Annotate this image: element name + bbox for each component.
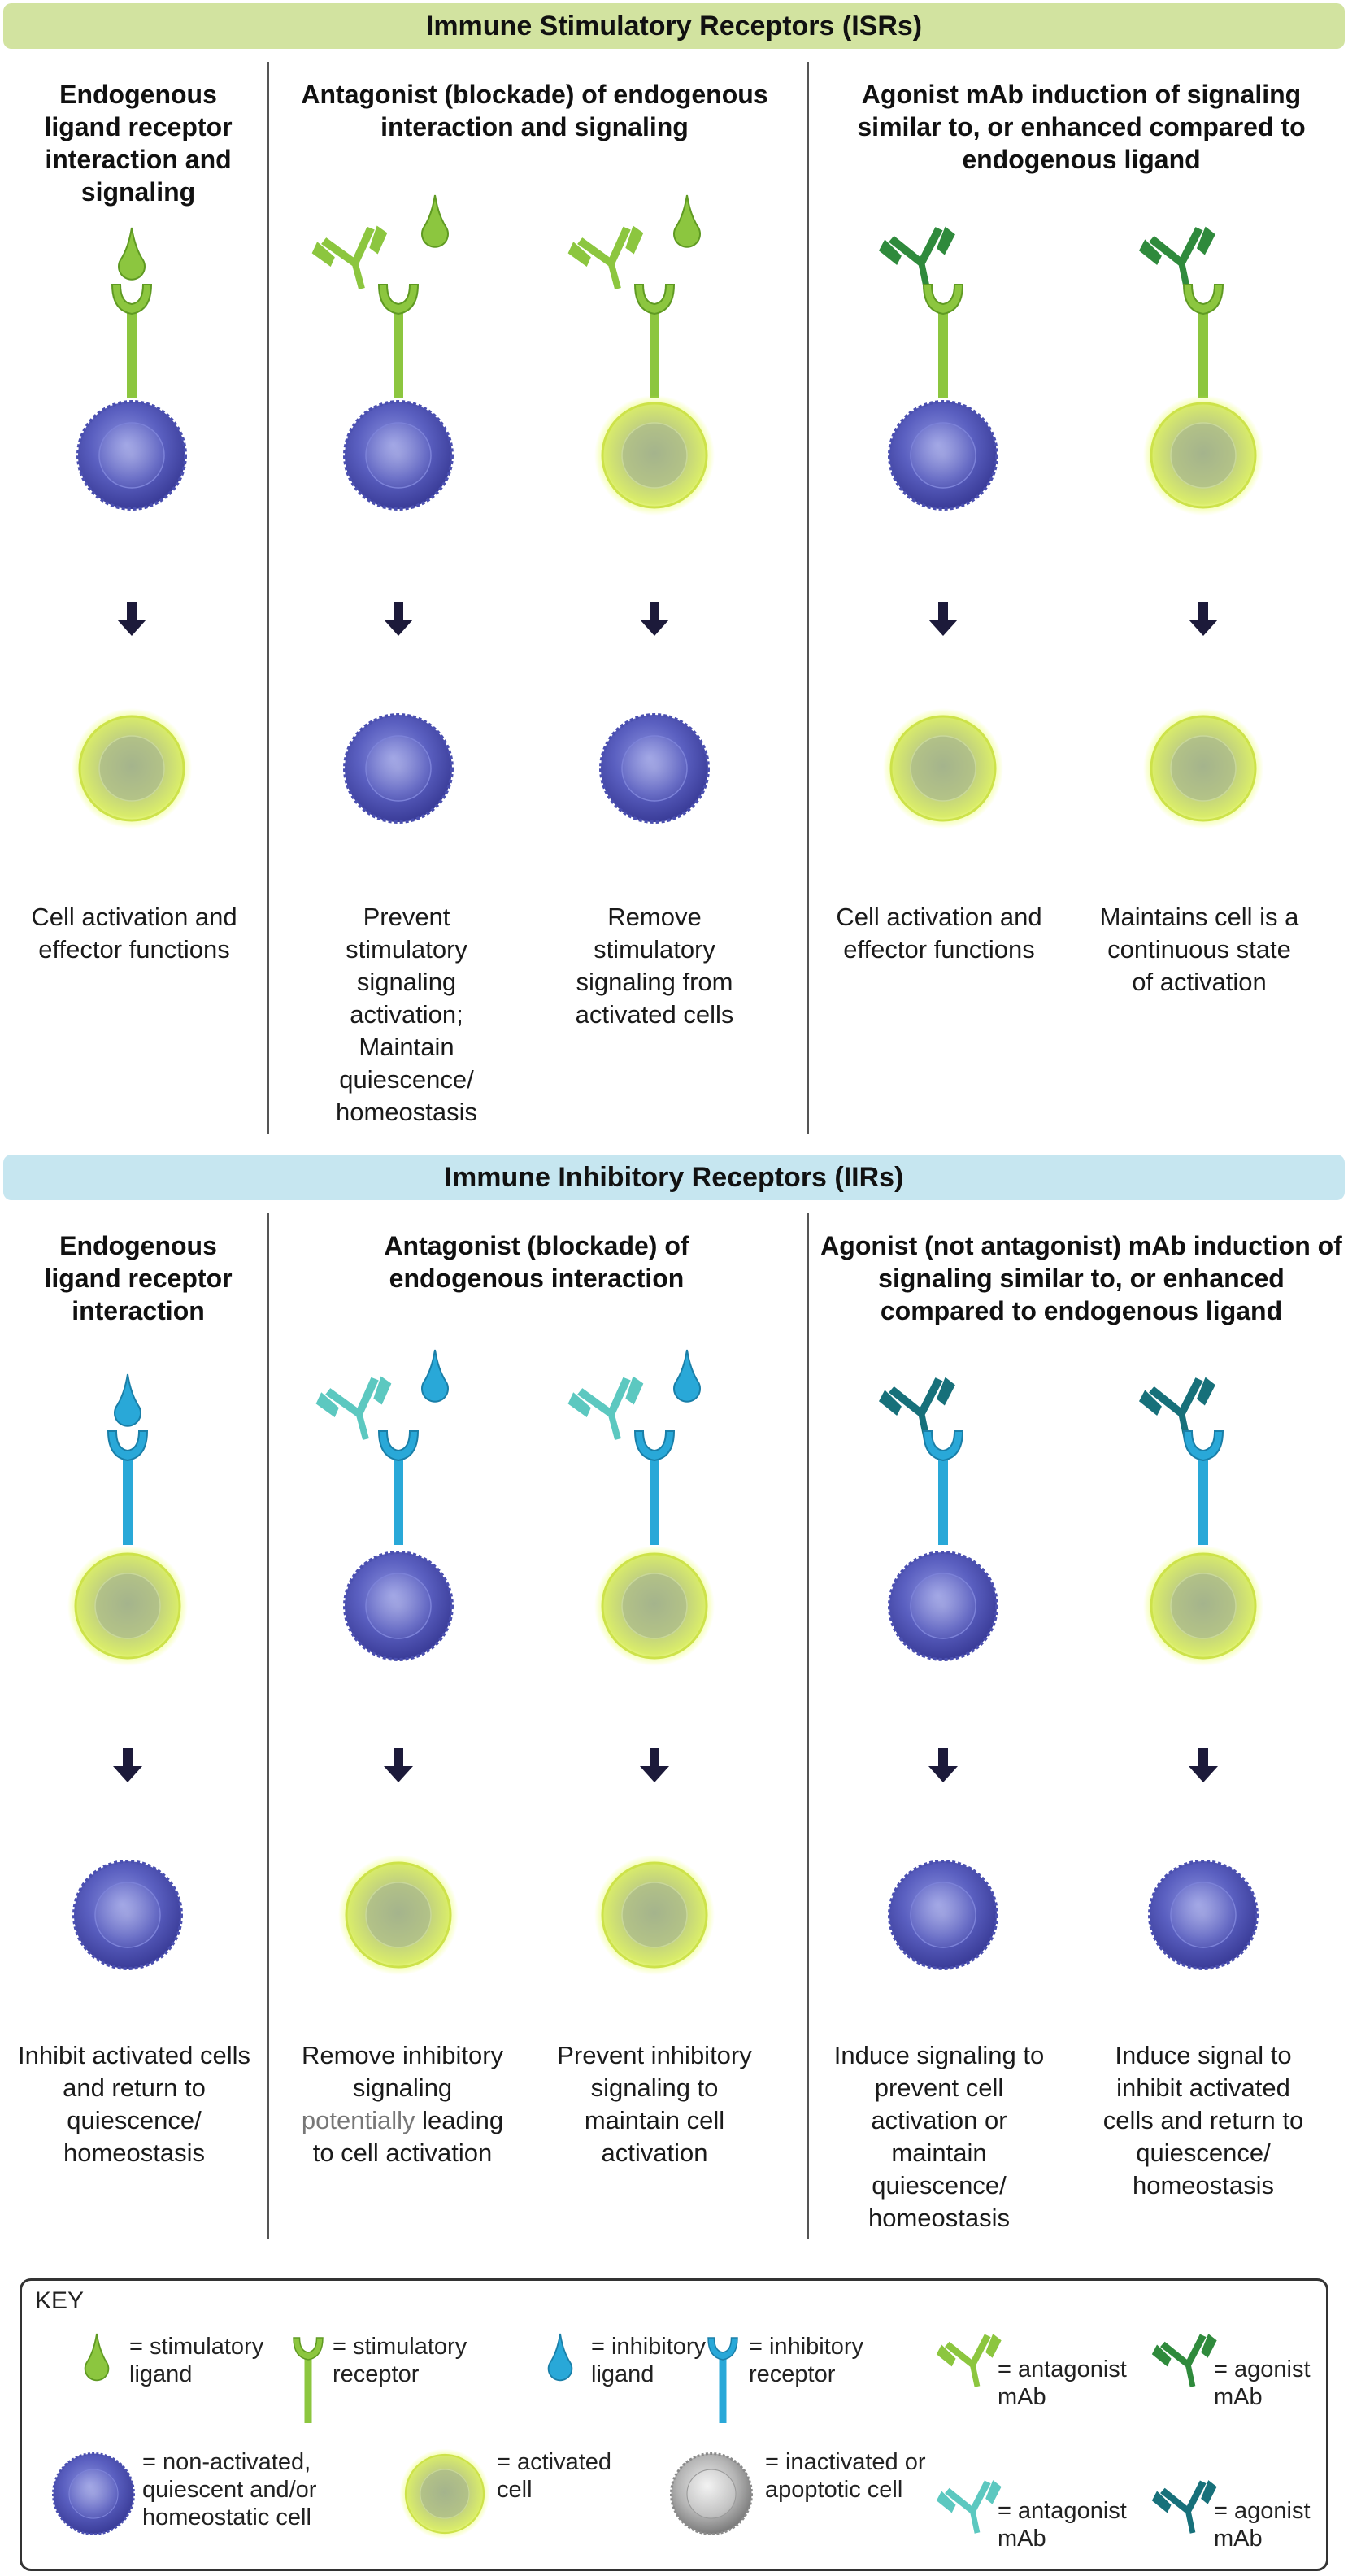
key-agonist-inh-label: = agonist mAb [1214, 2498, 1311, 2552]
key-quiescent-cell-icon [52, 2452, 135, 2535]
isr-divider-1 [267, 62, 269, 1134]
iir-caption-2: Remove inhibitory signaling potentially … [293, 2039, 512, 2169]
key-legend: KEY = stimulatory ligand = stimulatory r… [20, 2278, 1328, 2571]
key-apoptotic-label: = inactivated or apoptotic cell [765, 2449, 926, 2503]
iir-c2a-cell-bottom [337, 1853, 460, 1977]
isr-caption-5: Maintains cell is a continuous state of … [1099, 903, 1299, 996]
iir-caption-5: Induce signal to inhibit activated cells… [1102, 2041, 1304, 2200]
isr-c2b-cell-top [593, 394, 716, 517]
iir-c2a-antibody [313, 1373, 404, 1450]
isr-c3a-cell-bottom [881, 707, 1005, 830]
isr-caption-4: Cell activation and effector functions [836, 903, 1042, 964]
iir-c3b-arrow [1189, 1748, 1218, 1782]
iir-c3a-antibody [876, 1373, 965, 1447]
iir-c2a-arrow [384, 1748, 413, 1782]
isr-c3a-antibody [876, 223, 965, 297]
isr-c2a-cell-bottom [343, 713, 454, 824]
isr-c2b-arrow [640, 602, 669, 636]
iir-c2b-receptor [634, 1430, 675, 1546]
isr-c3b-cell-top [1141, 394, 1265, 517]
isr-col1-heading: Endogenous ligand receptor interaction a… [44, 80, 233, 207]
iir-c1-cell-top [66, 1544, 189, 1668]
isr-caption-1: Cell activation and effector functions [31, 903, 237, 964]
iir-c1-cell-bottom [72, 1860, 183, 1970]
iir-caption-3: Prevent inhibitory signaling to maintain… [557, 2041, 752, 2167]
isr-c3b-cell-bottom [1141, 707, 1265, 830]
isr-c2b-receptor [634, 284, 675, 399]
isr-c3b-receptor [1183, 284, 1224, 399]
iir-caption-2-tail: leading to cell activation [312, 2106, 504, 2167]
key-activated-label: = activated cell [497, 2449, 612, 2503]
iir-c2b-cell-bottom [593, 1853, 716, 1977]
isr-divider-2 [807, 62, 809, 1134]
iir-c3a-arrow [928, 1748, 958, 1782]
iir-c3a-receptor [923, 1430, 963, 1546]
isr-c2a-cell-top [343, 400, 454, 511]
isr-c1-cell-top [76, 400, 187, 511]
iir-caption-1: Inhibit activated cells and return to qu… [17, 2041, 251, 2167]
isr-c3a-receptor [923, 284, 963, 399]
iir-col2-heading: Antagonist (blockade) of endogenous inte… [384, 1231, 689, 1293]
isr-caption-3: Remove stimulatory signaling from activa… [575, 903, 734, 1029]
key-title: KEY [35, 2287, 85, 2314]
iir-c2b-cell-top [593, 1544, 716, 1668]
key-stim-receptor-icon [293, 2337, 324, 2424]
iir-caption-2-head: Remove inhibitory signaling [301, 2041, 504, 2102]
key-stim-ligand-icon [84, 2333, 110, 2382]
key-inh-receptor-label: = inhibitory receptor [749, 2334, 864, 2387]
key-agonist-stim-label: = agonist mAb [1214, 2356, 1311, 2410]
isr-c3a-arrow [928, 602, 958, 636]
iir-c3b-antibody [1137, 1373, 1225, 1447]
key-apoptotic-cell-icon [670, 2452, 753, 2535]
key-stim-ligand-label: = stimulatory ligand [129, 2334, 264, 2387]
iir-divider-2 [807, 1213, 809, 2239]
iir-divider-1 [267, 1213, 269, 2239]
iir-c1-arrow [113, 1748, 142, 1782]
isr-c2a-ligand [421, 194, 449, 248]
iir-c3a-cell-bottom [888, 1860, 998, 1970]
iir-col1-heading: Endogenous ligand receptor interaction [44, 1231, 233, 1325]
iir-c2a-ligand [421, 1349, 449, 1403]
isr-c3a-cell-top [888, 400, 998, 511]
iir-c2a-cell-top [343, 1551, 454, 1661]
isr-banner: Immune Stimulatory Receptors (ISRs) [3, 3, 1345, 49]
iir-caption-4: Induce signaling to prevent cell activat… [833, 2041, 1045, 2232]
isr-c1-ligand [118, 227, 146, 281]
isr-c2a-receptor [378, 284, 419, 399]
isr-c1-arrow [117, 602, 146, 636]
isr-col3-heading: Agonist mAb induction of signaling simil… [857, 80, 1306, 174]
isr-c1-receptor [111, 284, 152, 399]
iir-c2a-receptor [378, 1430, 419, 1546]
iir-c3b-receptor [1183, 1430, 1224, 1546]
iir-caption-2-grey: potentially [301, 2106, 415, 2134]
isr-c3b-antibody [1137, 223, 1225, 297]
key-stim-receptor-label: = stimulatory receptor [333, 2334, 467, 2387]
isr-caption-2: Prevent stimulatory signaling activation… [335, 903, 478, 1126]
key-antagonist-stim-label: = antagonist mAb [998, 2356, 1127, 2410]
isr-c1-cell-bottom [70, 707, 194, 830]
key-antagonist-inh-label: = antagonist mAb [998, 2498, 1127, 2552]
isr-col2-heading: Antagonist (blockade) of endogenous inte… [301, 80, 768, 141]
iir-c3b-cell-top [1141, 1544, 1265, 1668]
iir-c3a-cell-top [888, 1551, 998, 1661]
isr-c2a-arrow [384, 602, 413, 636]
isr-c2b-cell-bottom [599, 713, 710, 824]
iir-banner: Immune Inhibitory Receptors (IIRs) [3, 1155, 1345, 1200]
isr-c3b-arrow [1189, 602, 1218, 636]
iir-c1-receptor [107, 1430, 148, 1546]
iir-c3b-cell-bottom [1148, 1860, 1259, 1970]
iir-c1-ligand [114, 1373, 141, 1427]
key-inh-ligand-label: = inhibitory ligand [591, 2334, 707, 2387]
isr-c2b-ligand [673, 194, 701, 248]
key-activated-cell-icon [398, 2448, 491, 2540]
iir-c2b-arrow [640, 1748, 669, 1782]
iir-col3-heading: Agonist (not antagonist) mAb induction o… [820, 1231, 1342, 1325]
key-quiescent-label: = non-activated, quiescent and/or homeos… [142, 2449, 317, 2530]
key-inh-ligand-icon [547, 2333, 573, 2382]
iir-c2b-ligand [673, 1349, 701, 1403]
